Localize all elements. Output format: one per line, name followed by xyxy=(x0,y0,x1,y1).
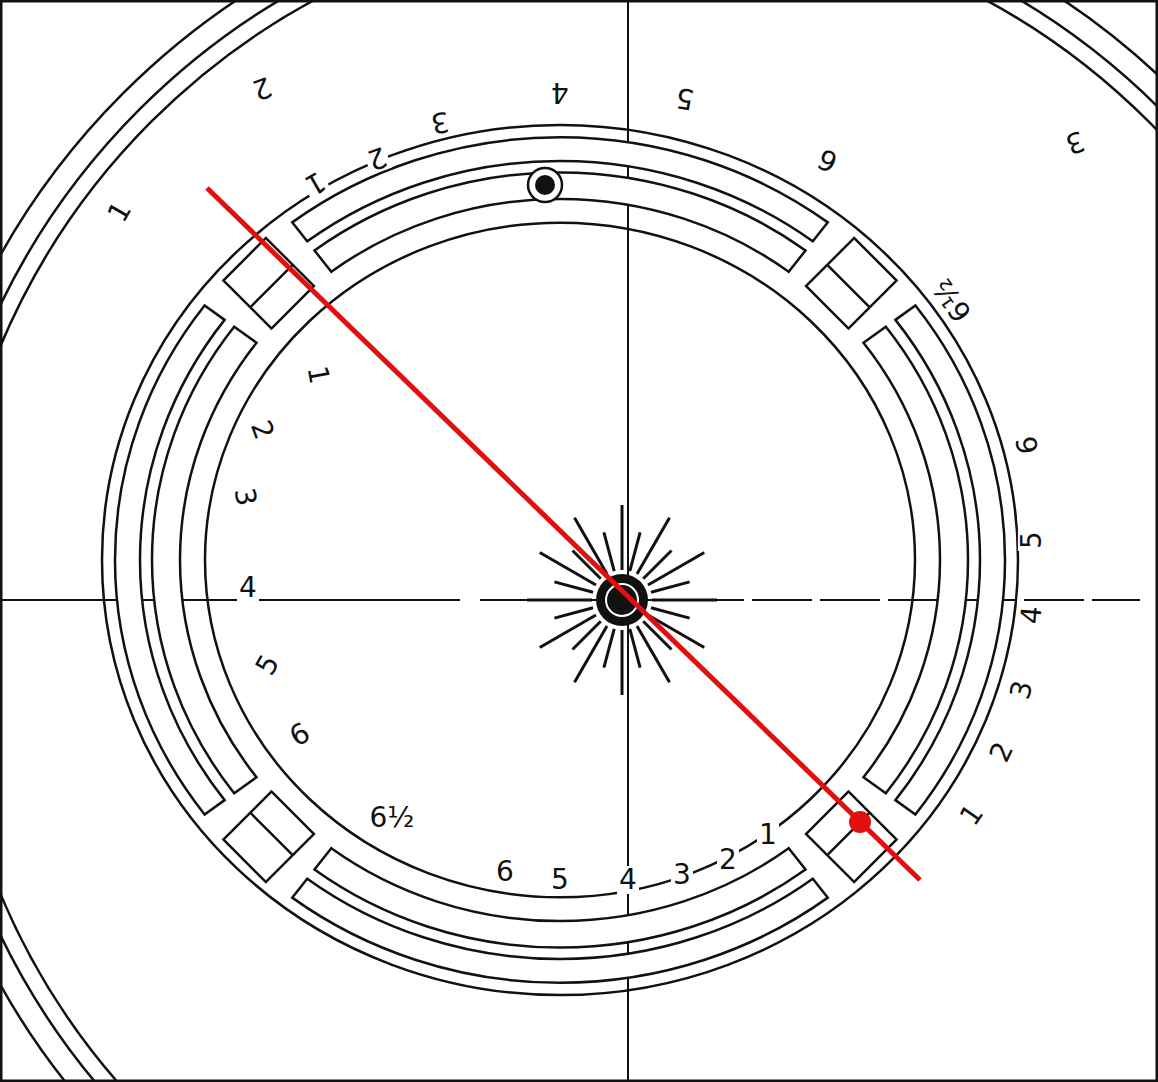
sun-ray xyxy=(621,505,624,570)
sun-ray xyxy=(540,615,596,648)
ring-block xyxy=(806,792,897,883)
sun-ray xyxy=(652,599,717,602)
scale-number: 2 xyxy=(362,141,392,175)
marker-dot xyxy=(528,168,562,202)
scale-number: 5 xyxy=(672,82,698,113)
sun-ray xyxy=(554,582,593,592)
scale-number: 6 xyxy=(494,858,516,886)
scale-number: 1 xyxy=(757,821,779,849)
sun-ray xyxy=(604,532,614,571)
scale-number: 2 xyxy=(247,71,277,105)
ring-block xyxy=(223,238,314,329)
scale-number: 5 xyxy=(549,866,571,894)
sun-ray xyxy=(651,582,690,592)
sun-ray xyxy=(604,629,614,668)
scale-number: 2 xyxy=(717,846,739,874)
scale-number: 1 xyxy=(299,165,332,200)
scale-number: 1 xyxy=(102,196,137,229)
scale-number: 3 xyxy=(671,861,693,889)
scale-number: 1 xyxy=(302,362,333,388)
sun-ray xyxy=(527,599,592,602)
sun-ray xyxy=(575,518,608,574)
sun-ray xyxy=(630,629,640,668)
scale-number: 5 xyxy=(250,649,285,682)
scale-number: 6 xyxy=(812,143,844,178)
scale-number: 4 xyxy=(617,866,639,894)
sun-ray xyxy=(637,518,670,574)
ring-block xyxy=(806,238,897,329)
scale-number: 2 xyxy=(985,736,1020,768)
scale-number: 6½ xyxy=(368,804,417,832)
scale-number: 3 xyxy=(1060,125,1090,159)
sun-ray xyxy=(630,532,640,571)
scale-number: 3 xyxy=(427,106,453,137)
sun-ray xyxy=(575,626,608,682)
ring-segment xyxy=(152,327,257,794)
scale-number: 3 xyxy=(1006,676,1039,704)
scale-number: 1 xyxy=(954,798,989,832)
segmented-ring xyxy=(102,125,1018,995)
scale-number: 5 xyxy=(1018,529,1046,551)
scale-number: 3 xyxy=(229,484,260,510)
scale-number: 6 xyxy=(284,717,317,752)
red-line xyxy=(207,188,920,880)
sun-ray xyxy=(621,630,624,695)
sun-ray xyxy=(648,553,704,586)
inner-circle xyxy=(205,223,915,898)
scale-number: 2 xyxy=(245,415,279,445)
ring-block xyxy=(223,792,314,883)
sun-ray xyxy=(554,608,593,618)
ring-segment xyxy=(863,327,968,794)
sun-symbol xyxy=(527,505,717,695)
scale-circle xyxy=(102,125,1018,995)
sun-ray xyxy=(651,608,690,618)
red-dot xyxy=(849,811,871,833)
scale-number: 6 xyxy=(1012,432,1043,458)
scale-number: 6½ xyxy=(926,272,977,328)
scale-number: 4 xyxy=(237,574,259,602)
scale-number: 4 xyxy=(549,78,571,106)
scale-number: 4 xyxy=(1017,603,1047,627)
